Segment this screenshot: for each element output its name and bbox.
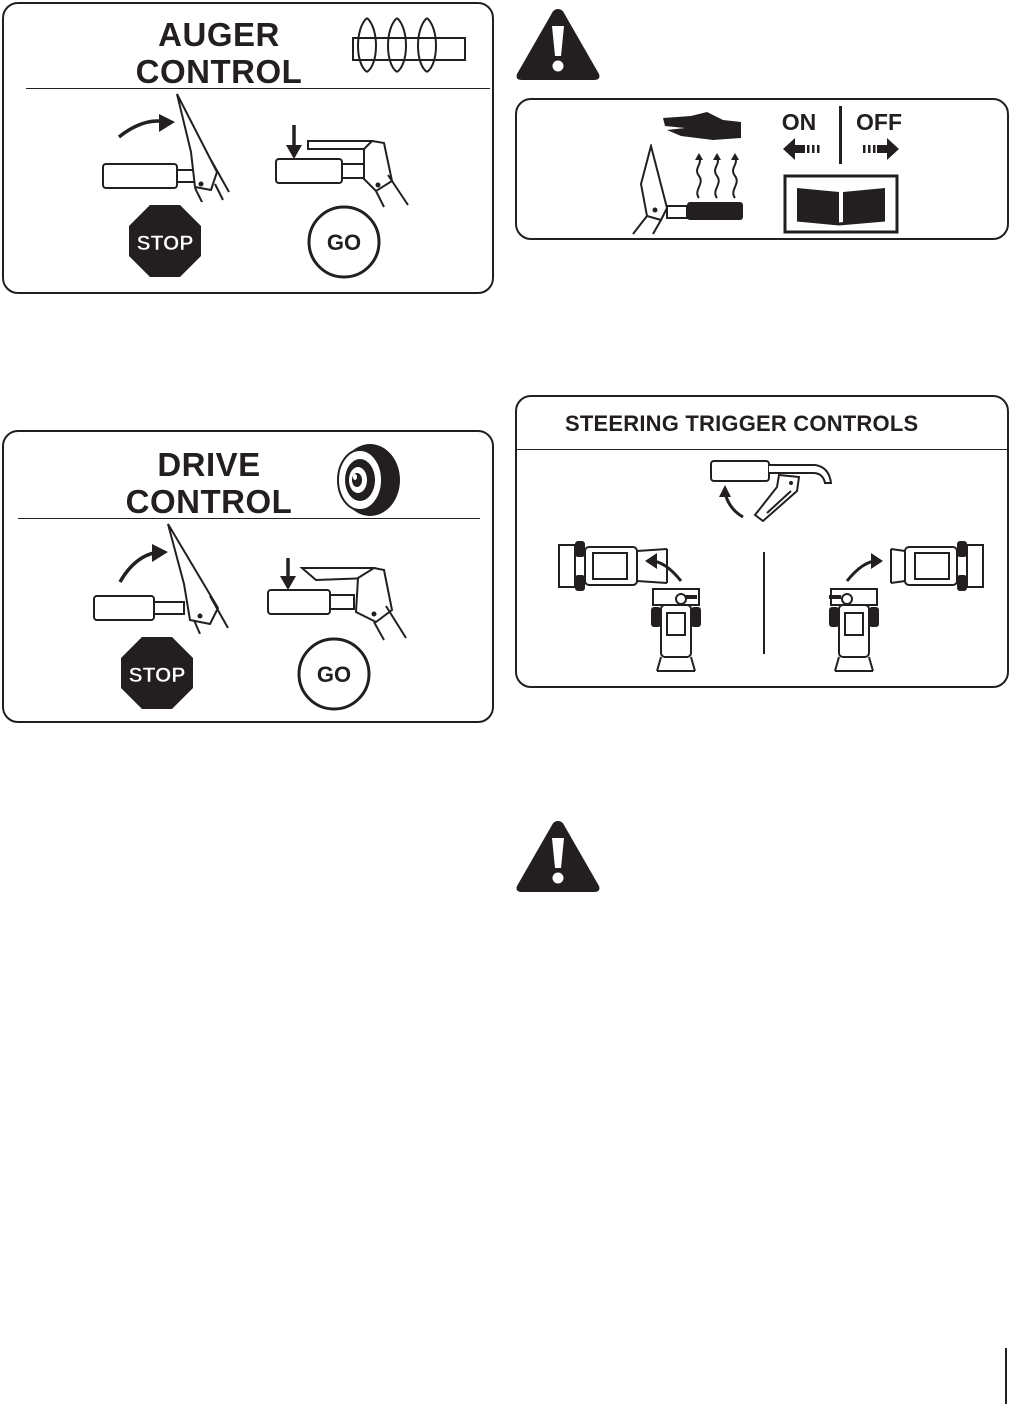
drive-go-handle-illustration — [267, 558, 407, 641]
auger-control-panel: AUGER CONTROL STOP GO — [2, 2, 494, 294]
auger-go-label: GO — [327, 230, 361, 255]
drive-title-line1: DRIVE — [157, 446, 261, 483]
drive-title-line2: CONTROL — [125, 483, 293, 520]
page-edge-marker — [1005, 1348, 1007, 1404]
drive-go-label: GO — [317, 662, 351, 687]
steering-right-turn-diagram — [829, 541, 984, 672]
steering-title-rule — [517, 449, 1007, 450]
steering-trigger-illustration — [710, 460, 833, 523]
heat-waves-icon — [695, 153, 739, 199]
auger-title-line1: AUGER — [158, 16, 280, 53]
heated-handle-illustration — [632, 144, 743, 235]
drive-control-panel: DRIVE CONTROL STOP GO — [2, 430, 494, 723]
steering-title: STEERING TRIGGER CONTROLS — [565, 411, 919, 436]
on-label: ON — [782, 109, 817, 135]
tire-wheel-icon — [337, 444, 400, 516]
steering-left-turn-diagram — [558, 541, 701, 672]
auger-stop-label: STOP — [137, 232, 194, 255]
drive-stop-label: STOP — [129, 664, 186, 687]
auger-spiral-icon — [352, 17, 466, 73]
heated-grip-panel: ON OFF — [515, 98, 1009, 240]
drive-go-circle-icon: GO — [297, 637, 371, 711]
auger-go-circle-icon: GO — [307, 205, 381, 279]
auger-stop-handle-illustration — [102, 93, 230, 202]
auger-title-rule — [26, 88, 490, 89]
off-label: OFF — [856, 109, 902, 135]
steering-trigger-panel: STEERING TRIGGER CONTROLS — [515, 395, 1009, 688]
auger-stop-sign-icon: STOP — [129, 205, 201, 277]
steering-divider — [763, 552, 765, 654]
auger-go-handle-illustration — [275, 125, 409, 208]
warning-triangle-icon — [516, 9, 600, 80]
drive-stop-handle-illustration — [93, 523, 229, 634]
warning-triangle-icon — [516, 821, 600, 892]
drive-stop-sign-icon: STOP — [121, 637, 193, 709]
rocker-switch-icon — [783, 174, 899, 234]
hand-icon — [663, 112, 741, 140]
auger-title-line2: CONTROL — [135, 53, 303, 90]
on-off-indicator: ON OFF — [782, 106, 902, 164]
drive-title-rule — [18, 518, 480, 519]
